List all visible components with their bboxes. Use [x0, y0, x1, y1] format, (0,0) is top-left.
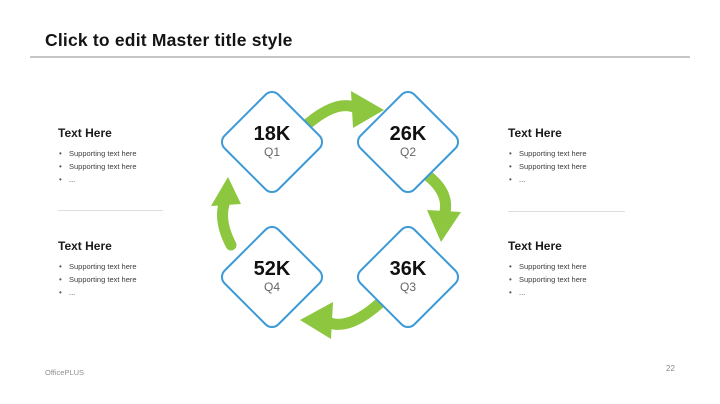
node-label: Q2 — [399, 144, 416, 159]
diamond-node-q3-content: 36K Q3 — [371, 240, 445, 314]
text-block-heading: Text Here — [508, 126, 562, 140]
arrow-left-curved-icon — [300, 296, 387, 339]
footer-brand-label: OfficePLUS — [45, 368, 85, 377]
bullet-item: ... — [508, 288, 636, 298]
node-label: Q1 — [263, 144, 280, 159]
text-block-heading: Text Here — [58, 239, 112, 253]
diamond-node-q2-content: 26K Q2 — [371, 105, 445, 179]
bullet-item: Supporting text here — [58, 275, 186, 285]
right-column-divider-line — [508, 211, 625, 212]
node-value: 18K — [253, 122, 291, 145]
slide-title-placeholder[interactable]: Click to edit Master title style — [45, 30, 293, 50]
bullet-item: Supporting text here — [58, 162, 186, 172]
text-block-heading: Text Here — [508, 239, 562, 253]
slide-page-number: 22 — [666, 364, 675, 373]
diamond-node-q4-content: 52K Q4 — [235, 240, 309, 314]
bullet-item: ... — [58, 288, 186, 298]
node-label: Q3 — [399, 279, 416, 294]
left-column-divider-line — [58, 210, 163, 211]
bullet-item: Supporting text here — [508, 275, 636, 285]
text-block-heading: Text Here — [58, 126, 112, 140]
bullet-list: Supporting text here Supporting text her… — [508, 262, 636, 298]
bullet-item: ... — [58, 175, 186, 185]
title-divider-line — [30, 56, 690, 58]
bullet-list: Supporting text here Supporting text her… — [58, 262, 186, 298]
bullet-item: Supporting text here — [58, 149, 186, 159]
node-label: Q4 — [263, 279, 280, 294]
arrow-up-curved-icon — [211, 177, 241, 251]
bullet-item: Supporting text here — [58, 262, 186, 272]
node-value: 36K — [389, 257, 427, 280]
diamond-node-q1-content: 18K Q1 — [235, 105, 309, 179]
bullet-item: Supporting text here — [508, 262, 636, 272]
bullet-list: Supporting text here Supporting text her… — [508, 149, 636, 185]
node-value: 26K — [389, 122, 427, 145]
bullet-item: ... — [508, 175, 636, 185]
arrow-down-curved-icon — [421, 169, 461, 242]
bullet-item: Supporting text here — [508, 149, 636, 159]
bullet-item: Supporting text here — [508, 162, 636, 172]
text-block-top-left[interactable]: Text Here Supporting text here Supportin… — [58, 126, 186, 189]
bullet-list: Supporting text here Supporting text her… — [58, 149, 186, 185]
text-block-bottom-left[interactable]: Text Here Supporting text here Supportin… — [58, 239, 186, 302]
node-value: 52K — [253, 257, 291, 280]
text-block-bottom-right[interactable]: Text Here Supporting text here Supportin… — [508, 239, 636, 302]
text-block-top-right[interactable]: Text Here Supporting text here Supportin… — [508, 126, 636, 189]
